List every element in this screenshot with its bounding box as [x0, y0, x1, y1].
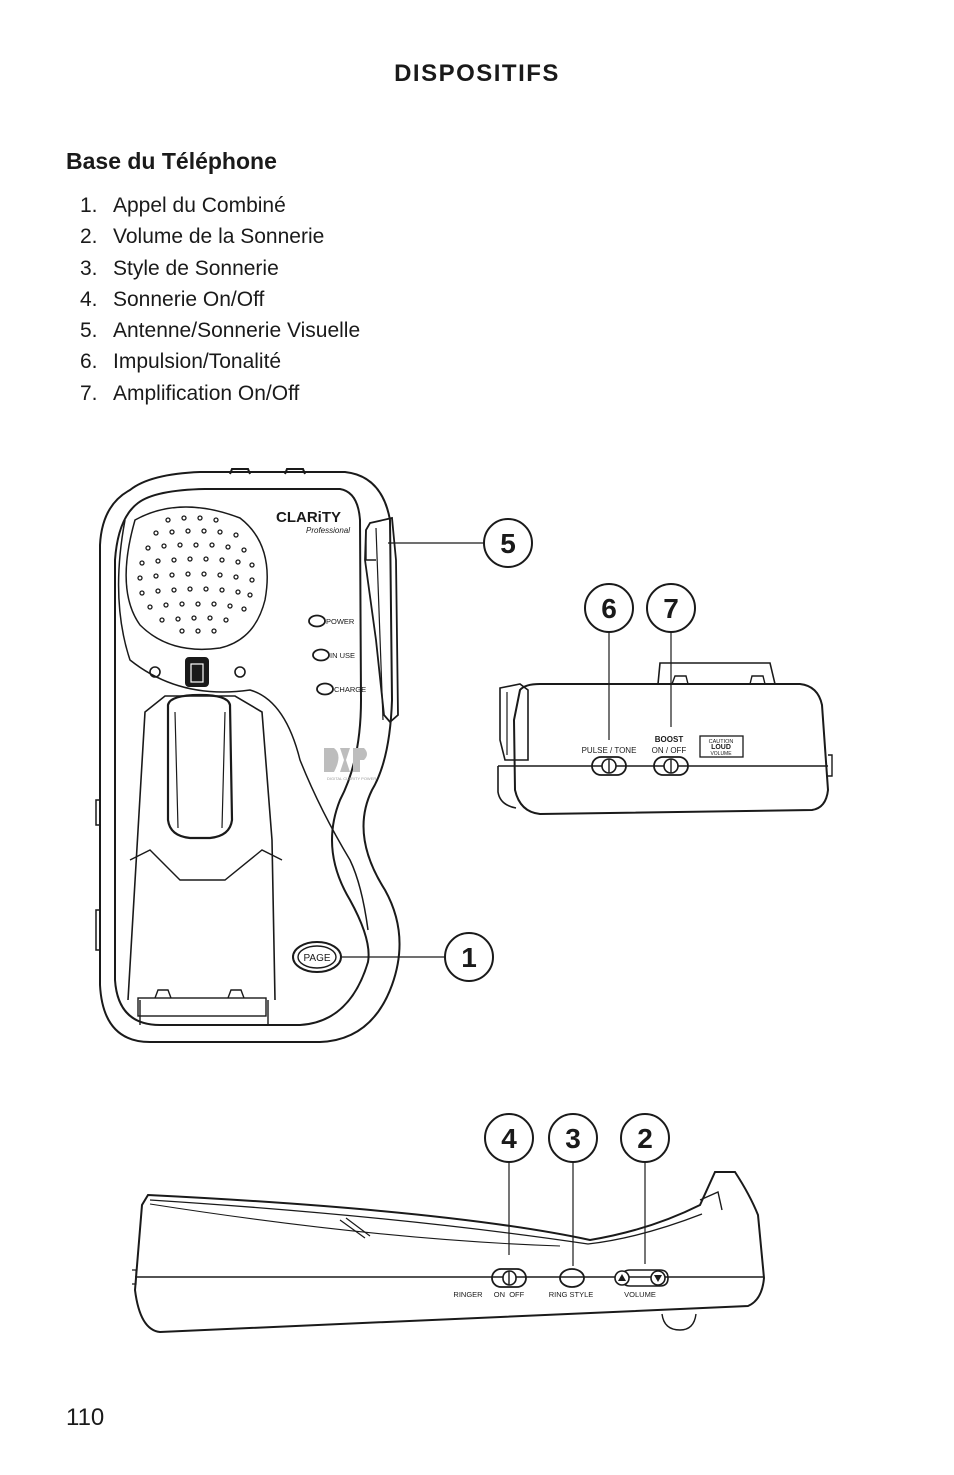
- base-front-view: [132, 1162, 766, 1334]
- list-item: 3. Style de Sonnerie: [80, 253, 360, 284]
- callout-1: 1: [461, 942, 477, 973]
- brand-subtitle: Professional: [306, 526, 350, 535]
- item-label: Volume de la Sonnerie: [113, 225, 325, 249]
- callout-4: 4: [501, 1123, 517, 1154]
- item-number: 7.: [80, 381, 98, 405]
- base-side-view: [497, 632, 833, 816]
- dcp-logo: [324, 748, 367, 772]
- volume-label: VOLUME: [624, 1290, 656, 1299]
- list-item: 6. Impulsion/Tonalité: [80, 346, 360, 377]
- list-item: 2. Volume de la Sonnerie: [80, 221, 360, 252]
- section-subheading: Base du Téléphone: [66, 148, 277, 174]
- boost-label: BOOST: [655, 735, 684, 744]
- pulse-tone-label: PULSE / TONE: [582, 746, 637, 755]
- ringer-label: RINGER: [453, 1290, 483, 1299]
- item-number: 6.: [80, 350, 98, 374]
- item-label: Style de Sonnerie: [113, 256, 279, 280]
- item-label: Sonnerie On/Off: [113, 287, 265, 311]
- page-number: 110: [66, 1404, 105, 1431]
- callout-6: 6: [601, 593, 617, 624]
- page-heading: DISPOSITIFS: [394, 60, 560, 87]
- antenna-icon: [364, 516, 399, 724]
- in-use-label: IN USE: [330, 651, 355, 660]
- list-item: 1. Appel du Combiné: [80, 190, 360, 221]
- charge-label: CHARGE: [334, 685, 366, 694]
- item-number: 1.: [80, 194, 98, 217]
- item-label: Impulsion/Tonalité: [113, 350, 282, 374]
- callout-circles: [444, 518, 696, 1163]
- callout-2: 2: [637, 1123, 653, 1154]
- item-label: Amplification On/Off: [113, 381, 300, 405]
- item-label: Antenne/Sonnerie Visuelle: [113, 319, 361, 343]
- logo-caption: DIGITAL CLARITY POWER: [327, 776, 376, 781]
- list-item: 4. Sonnerie On/Off: [80, 284, 360, 315]
- volume-caution-label: VOLUME: [710, 751, 732, 757]
- feature-list: 1. Appel du Combiné 2. Volume de la Sonner…: [80, 190, 360, 409]
- item-number: 2.: [80, 225, 98, 249]
- callout-3: 3: [565, 1123, 581, 1154]
- item-number: 5.: [80, 319, 98, 343]
- caution-label: CAUTION: [709, 739, 734, 745]
- callout-7: 7: [663, 593, 679, 624]
- item-number: 3.: [80, 256, 98, 280]
- loud-label: LOUD: [711, 744, 731, 751]
- item-label: Appel du Combiné: [113, 194, 286, 217]
- brand-logo: CLARiTY: [276, 509, 341, 526]
- list-item: 5. Antenne/Sonnerie Visuelle: [80, 315, 360, 346]
- power-label: POWER: [326, 617, 355, 626]
- volume-up-icon: [618, 1274, 626, 1281]
- boost-onoff-label: ON / OFF: [652, 746, 687, 755]
- volume-down-icon: [654, 1275, 662, 1282]
- item-number: 4.: [80, 287, 98, 311]
- speaker-grille: [137, 515, 255, 634]
- page-button-label: PAGE: [303, 953, 330, 964]
- ring-style-label: RING STYLE: [549, 1290, 594, 1299]
- list-item: 7. Amplification On/Off: [80, 378, 360, 409]
- base-top-view: [95, 468, 484, 1043]
- callout-5: 5: [500, 528, 516, 559]
- on-off-label: ON OFF: [494, 1290, 525, 1299]
